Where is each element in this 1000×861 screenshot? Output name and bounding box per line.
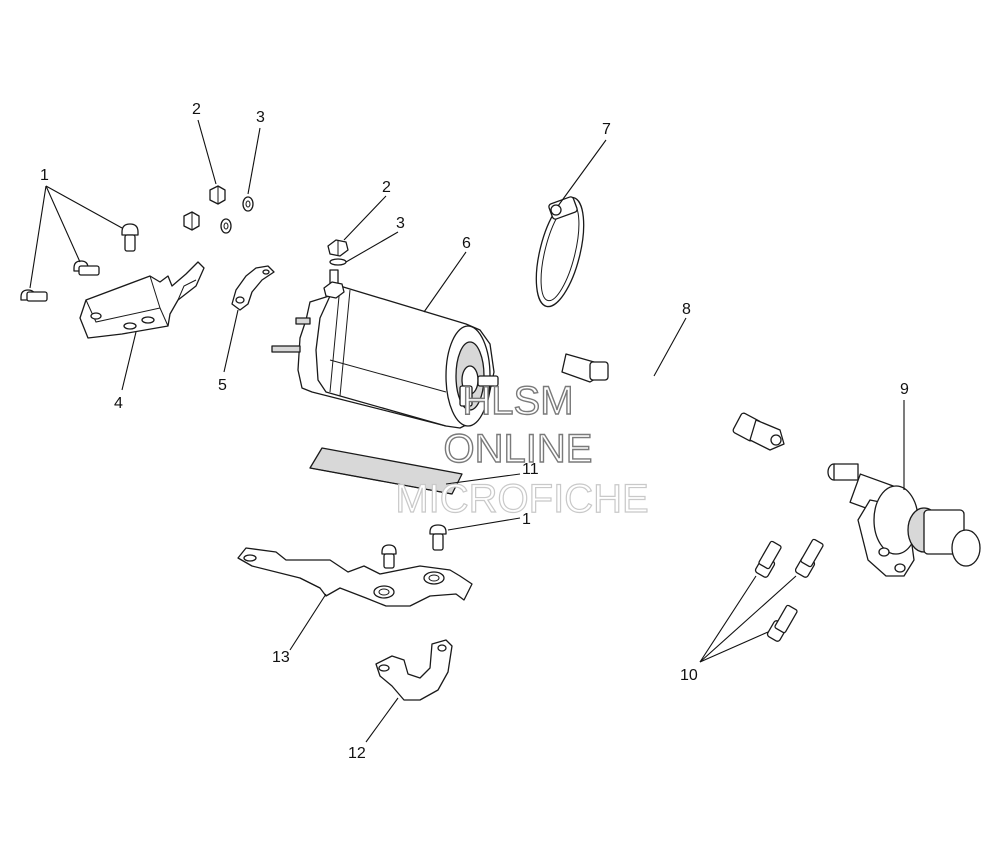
callout-labels: 1 2 3 4 5 2 3 6 7 8 9 10 11 1 12 13: [40, 101, 909, 762]
washer-part-3b: [220, 218, 232, 234]
screw-part-10c: [766, 604, 798, 642]
callout-12: 12: [348, 745, 366, 762]
callout-1a: 1: [40, 167, 49, 184]
bolt-part-1d: [429, 524, 447, 551]
callout-3b: 3: [396, 215, 405, 232]
callout-1b: 1: [522, 511, 531, 528]
insulating-pad-part-11: [309, 447, 463, 495]
cable-part-8: [561, 353, 785, 451]
callout-6: 6: [462, 235, 471, 252]
bolt-part-1e: [381, 544, 397, 569]
starter-drive-part-9: [827, 463, 981, 577]
nut-part-2b: [183, 211, 200, 231]
mounting-bracket-part-4: [79, 261, 205, 339]
washer-part-3a: [242, 196, 254, 212]
callout-8: 8: [682, 301, 691, 318]
callout-2b: 2: [382, 179, 391, 196]
leader-lines: [29, 119, 905, 743]
bolt-part-1b: [73, 260, 100, 276]
callout-3a: 3: [256, 109, 265, 126]
washer-part-3c: [329, 258, 347, 266]
watermark-line-1: HLSM: [462, 379, 573, 423]
bolt-part-1c: [20, 289, 48, 302]
callout-11: 11: [522, 461, 539, 478]
callout-5: 5: [218, 377, 227, 394]
hose-clamp-part-7: [535, 196, 585, 308]
callout-10: 10: [680, 667, 698, 684]
watermark-line-2: ONLINE: [444, 427, 593, 471]
callout-7: 7: [602, 121, 611, 138]
small-bracket-part-5: [231, 265, 275, 311]
starter-motor-part-6: [271, 269, 499, 429]
callout-13: 13: [272, 649, 290, 666]
watermark: HLSM ONLINE MICROFICHE: [395, 378, 650, 521]
callout-2a: 2: [192, 101, 201, 118]
screw-part-10b: [794, 538, 824, 578]
lower-bracket-part-13: [237, 547, 473, 607]
callout-9: 9: [900, 381, 909, 398]
bolt-part-1a: [121, 223, 139, 252]
screw-part-10a: [754, 540, 782, 578]
nut-part-2c: [327, 239, 349, 257]
callout-4: 4: [114, 395, 123, 412]
saddle-clamp-part-12: [375, 639, 453, 701]
nut-part-2a: [209, 185, 226, 205]
watermark-line-3: MICROFICHE: [395, 477, 648, 521]
